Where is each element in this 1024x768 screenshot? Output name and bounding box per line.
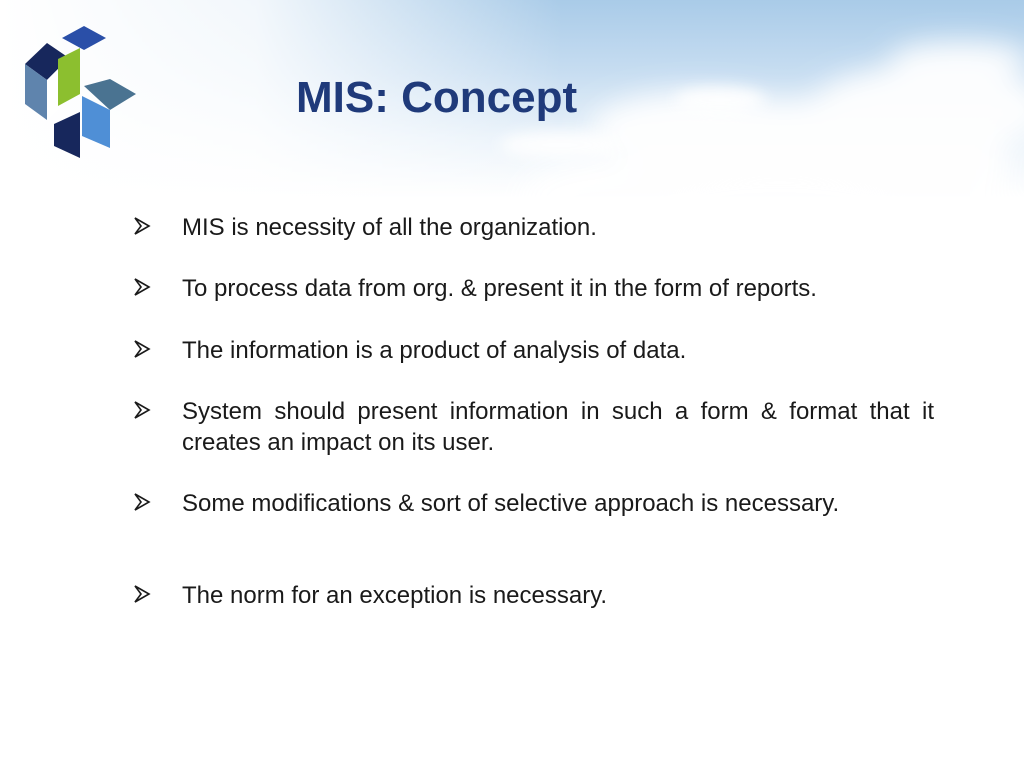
bullet-item: System should present information in suc… [132, 396, 934, 458]
bullet-item: The norm for an exception is necessary. [132, 580, 934, 611]
arrowhead-bullet-icon [134, 278, 151, 296]
bullet-text: System should present information in suc… [182, 398, 934, 456]
bullet-item: Some modifications & sort of selective a… [132, 488, 934, 519]
bullet-item: MIS is necessity of all the organization… [132, 212, 934, 243]
arrowhead-bullet-icon [134, 217, 151, 235]
stacked-cubes-logo-icon [25, 26, 136, 158]
bullet-text: MIS is necessity of all the organization… [182, 214, 597, 241]
arrowhead-bullet-icon [134, 401, 151, 419]
arrowhead-bullet-icon [134, 340, 151, 358]
bullet-text: The information is a product of analysis… [182, 337, 687, 364]
bullet-text: Some modifications & sort of selective a… [182, 490, 840, 517]
bullet-item: To process data from org. & present it i… [132, 273, 934, 304]
bullet-text: To process data from org. & present it i… [182, 275, 817, 302]
arrowhead-bullet-icon [134, 585, 151, 603]
bullet-text: The norm for an exception is necessary. [182, 582, 608, 609]
slide-title: MIS: Concept [296, 73, 578, 122]
arrowhead-bullet-icon [134, 493, 151, 511]
bullet-item: The information is a product of analysis… [132, 335, 934, 366]
